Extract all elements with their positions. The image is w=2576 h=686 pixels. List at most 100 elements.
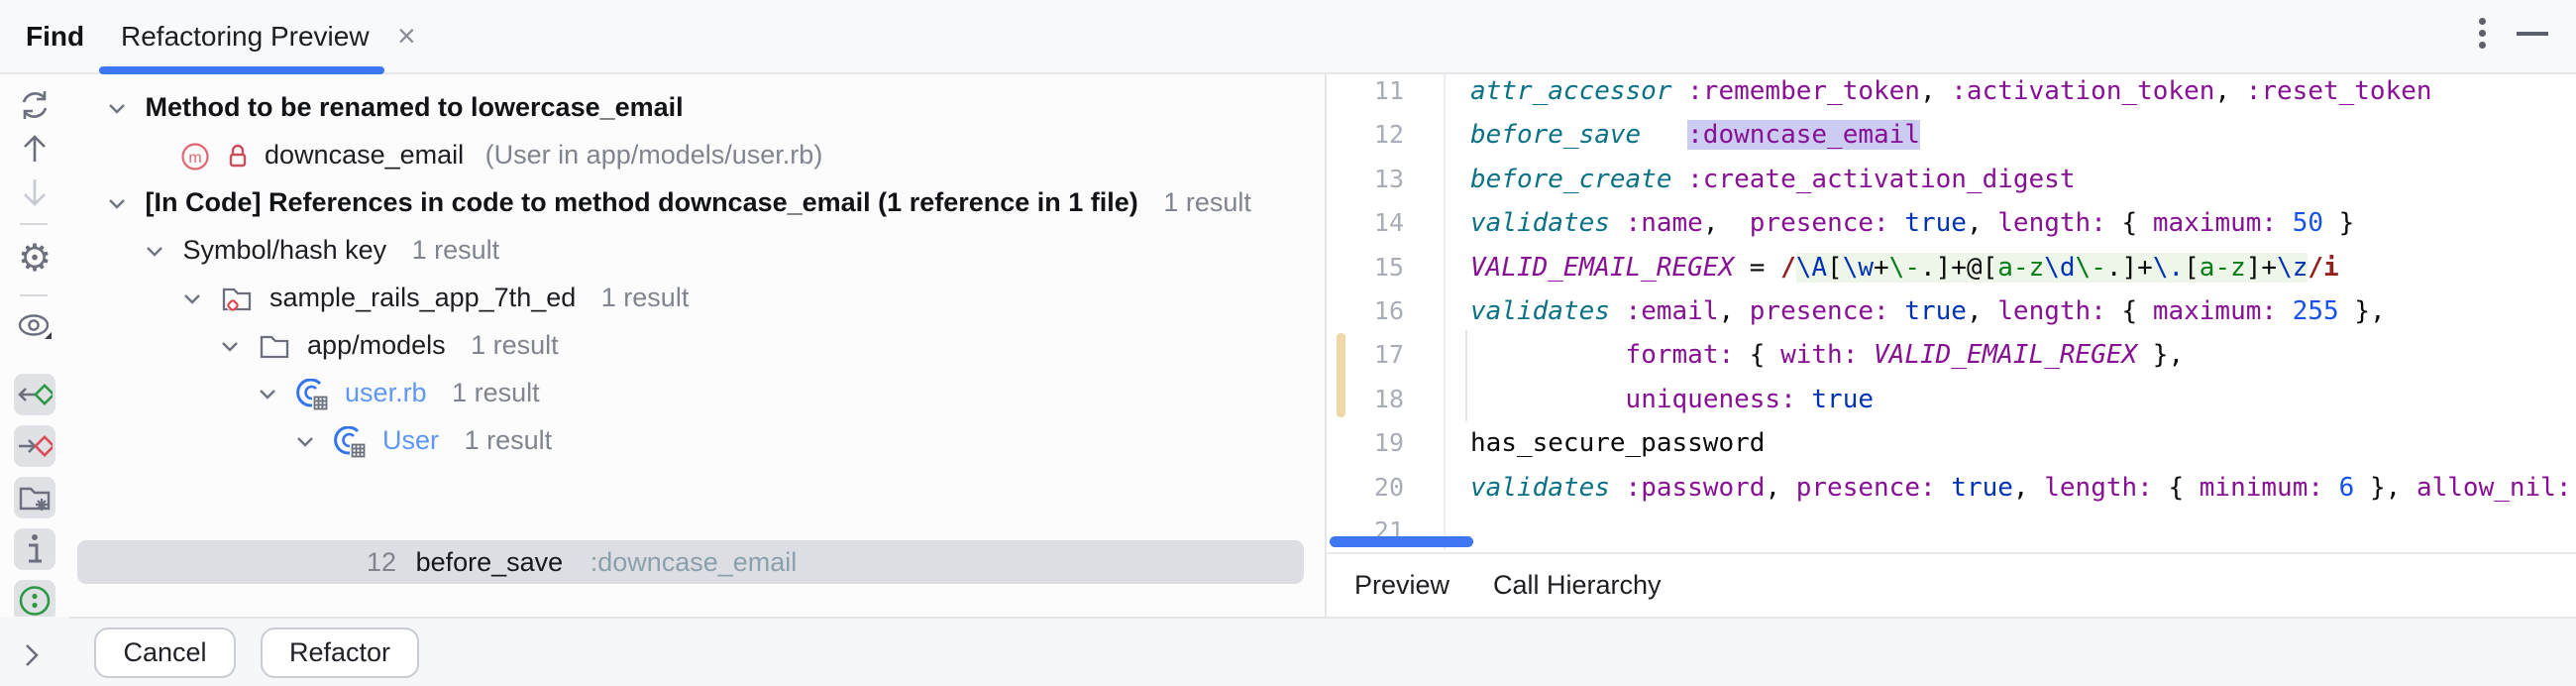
indent-guide [1465,330,1467,421]
tab-refactoring-preview[interactable]: Refactoring Preview × [99,0,416,72]
chevron-down-icon[interactable] [183,293,201,305]
tab-label: Refactoring Preview [121,21,370,52]
gear-icon: ⚙ [17,236,53,280]
cancel-button[interactable]: Cancel [94,628,236,678]
tree-label: Method to be renamed to lowercase_email [145,92,684,122]
tree-label: sample_rails_app_7th_ed [269,283,577,312]
code-text: validates :email, presence: true, length… [1470,295,2386,326]
line-number: 18 [1373,384,1404,413]
kebab-menu-icon[interactable] [2475,18,2489,57]
tree-row-user-class[interactable]: User 1 result [63,418,1325,462]
previous-occurrence-button[interactable] [14,128,55,170]
editor-tabs: Preview Call Hierarchy [1327,554,2576,617]
chevron-down-icon[interactable] [296,436,314,448]
active-tab-indicator [99,66,384,74]
code-text: validates :name, presence: true, length:… [1470,208,2355,239]
chevron-down-icon[interactable] [259,389,276,400]
expand-stripe-chevron-icon[interactable] [24,642,40,668]
code-line: 15 VALID_EMAIL_REGEX = /\A[\w+\-.]+@[a-z\… [1327,246,2576,289]
group-by-folder-button[interactable] [14,477,55,518]
arrow-down-icon [24,179,46,206]
next-occurrence-button[interactable] [14,172,55,213]
refactoring-preview-tree: Method to be renamed to lowercase_email … [63,74,1325,617]
toggle-usages-icon [19,586,51,616]
line-number: 15 [1373,252,1404,282]
tab-call-hierarchy[interactable]: Call Hierarchy [1493,570,1662,600]
tree-row-usage-selected[interactable]: 12 before_save :downcase_email [77,540,1304,584]
folder-icon [260,335,288,359]
preview-usages-button[interactable] [14,306,55,348]
svg-text:m: m [188,150,201,167]
tree-row-symbol-hash-key[interactable]: Symbol/hash key 1 result [63,228,1325,272]
result-count: 1 result [464,425,553,455]
info-icon [29,534,42,563]
line-number: 11 [1373,76,1404,105]
chevron-down-icon[interactable] [108,103,126,115]
group-by-folder-icon [19,487,51,511]
minimize-icon[interactable] [2517,32,2548,36]
settings-button[interactable]: ⚙ [14,237,55,279]
editor-tabs-divider [1327,552,2576,554]
refactor-button[interactable]: Refactor [261,628,419,678]
tree-row-project-folder[interactable]: sample_rails_app_7th_ed 1 result [63,276,1325,319]
result-count: 1 result [600,283,690,312]
toggle-usages-button[interactable] [14,580,55,622]
tree-row-app-models[interactable]: app/models 1 result [63,323,1325,367]
ruby-class-icon [333,425,366,458]
line-number: 20 [1373,472,1404,502]
tree-class-label: User [382,425,440,455]
code-line: 18 uniqueness: true [1327,378,2576,421]
tab-preview[interactable]: Preview [1354,570,1450,600]
footer-divider [69,617,2576,619]
code-text: has_secure_password [1470,428,1766,459]
result-count: 1 result [471,330,559,360]
find-label: Find [26,21,85,52]
code-text: attr_accessor :remember_token, :activati… [1470,76,2432,106]
line-number: 16 [1373,295,1404,325]
tree-row-user-rb[interactable]: user.rb 1 result [63,371,1325,414]
usage-line-number: 12 [367,547,397,577]
code-text: before_create :create_activation_digest [1470,164,2076,194]
code-text: VALID_EMAIL_REGEX = /\A[\w+\-.]+@[a-z\d\… [1470,252,2339,283]
rerun-button[interactable] [14,84,55,126]
horizontal-scrollbar[interactable] [1330,536,1473,547]
ruby-class-icon [295,378,328,410]
code-line: 21 [1327,510,2576,553]
code-line: 17 format: { with: VALID_EMAIL_REGEX }, [1327,333,2576,377]
lock-icon [229,144,246,168]
chevron-down-icon[interactable] [221,341,239,353]
chevron-down-icon[interactable] [108,198,126,210]
usage-info-button[interactable] [14,528,55,570]
arrow-up-icon [24,135,46,162]
autoscroll-to-source-button[interactable] [14,374,55,415]
code-line: 12 before_save :downcase_email [1327,113,2576,157]
tree-row-in-code-refs[interactable]: [In Code] References in code to method d… [63,180,1325,224]
tree-label: Symbol/hash key [182,235,387,265]
gutter-change-marker [1337,333,1345,417]
tree-row-method-item[interactable]: m downcase_email (User in app/models/use… [63,133,1325,176]
gutter-separator [1444,74,1446,550]
result-count: 1 result [452,378,540,407]
tree-file-label: user.rb [345,378,427,407]
code-text: before_save :downcase_email [1470,120,1920,151]
tree-label: [In Code] References in code to method d… [145,187,1138,217]
result-count: 1 result [411,235,500,265]
line-number: 12 [1373,120,1404,150]
chevron-down-icon[interactable] [146,246,163,258]
preview-eye-icon [18,314,52,339]
rails-project-folder-icon [222,287,251,311]
code-line: 16 validates :email, presence: true, leng… [1327,289,2576,333]
autoscroll-from-source-button[interactable] [14,425,55,467]
tab-close-icon[interactable]: × [397,18,416,54]
rerun-icon [22,91,48,119]
tree-row-method-to-rename[interactable]: Method to be renamed to lowercase_email [63,85,1325,129]
code-line: 11 attr_accessor :remember_token, :activa… [1327,74,2576,113]
autoscroll-to-source-icon [18,383,53,406]
usage-code-text: before_save [415,547,564,577]
tree-method-name: downcase_email [265,140,465,170]
preview-code-editor: 11 attr_accessor :remember_token, :activa… [1325,74,2576,617]
